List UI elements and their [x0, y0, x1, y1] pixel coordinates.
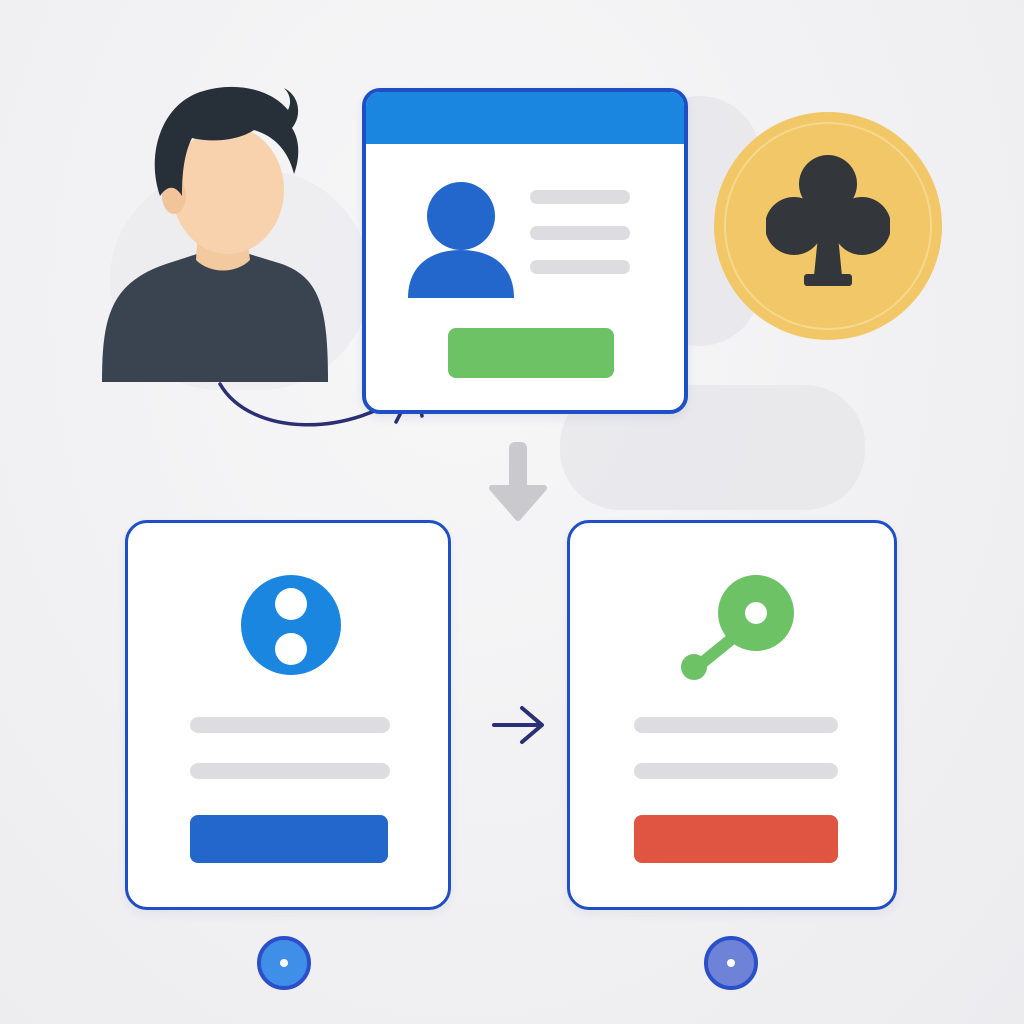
two-dots-icon — [241, 575, 341, 675]
down-arrow — [489, 442, 547, 521]
club-suit-icon — [766, 155, 890, 286]
right-card-line-2 — [634, 763, 838, 779]
profile-line-1 — [530, 190, 630, 204]
right-indicator-dot[interactable] — [704, 936, 758, 990]
right-arrow — [492, 706, 544, 744]
window-titlebar — [366, 92, 684, 144]
left-card-line-2 — [190, 763, 390, 779]
right-card[interactable] — [567, 520, 897, 910]
left-card-line-1 — [190, 717, 390, 733]
profile-window[interactable] — [362, 88, 688, 414]
user-icon — [102, 86, 328, 382]
right-card-line-1 — [634, 717, 838, 733]
key-icon — [681, 575, 794, 680]
profile-line-3 — [530, 260, 630, 274]
profile-line-2 — [530, 226, 630, 240]
right-card-button[interactable] — [634, 815, 838, 863]
club-coin — [714, 112, 942, 340]
profile-avatar-icon — [408, 182, 514, 298]
left-card[interactable] — [125, 520, 451, 910]
left-indicator-dot[interactable] — [257, 936, 311, 990]
profile-action-button[interactable] — [448, 328, 614, 378]
left-card-button[interactable] — [190, 815, 388, 863]
